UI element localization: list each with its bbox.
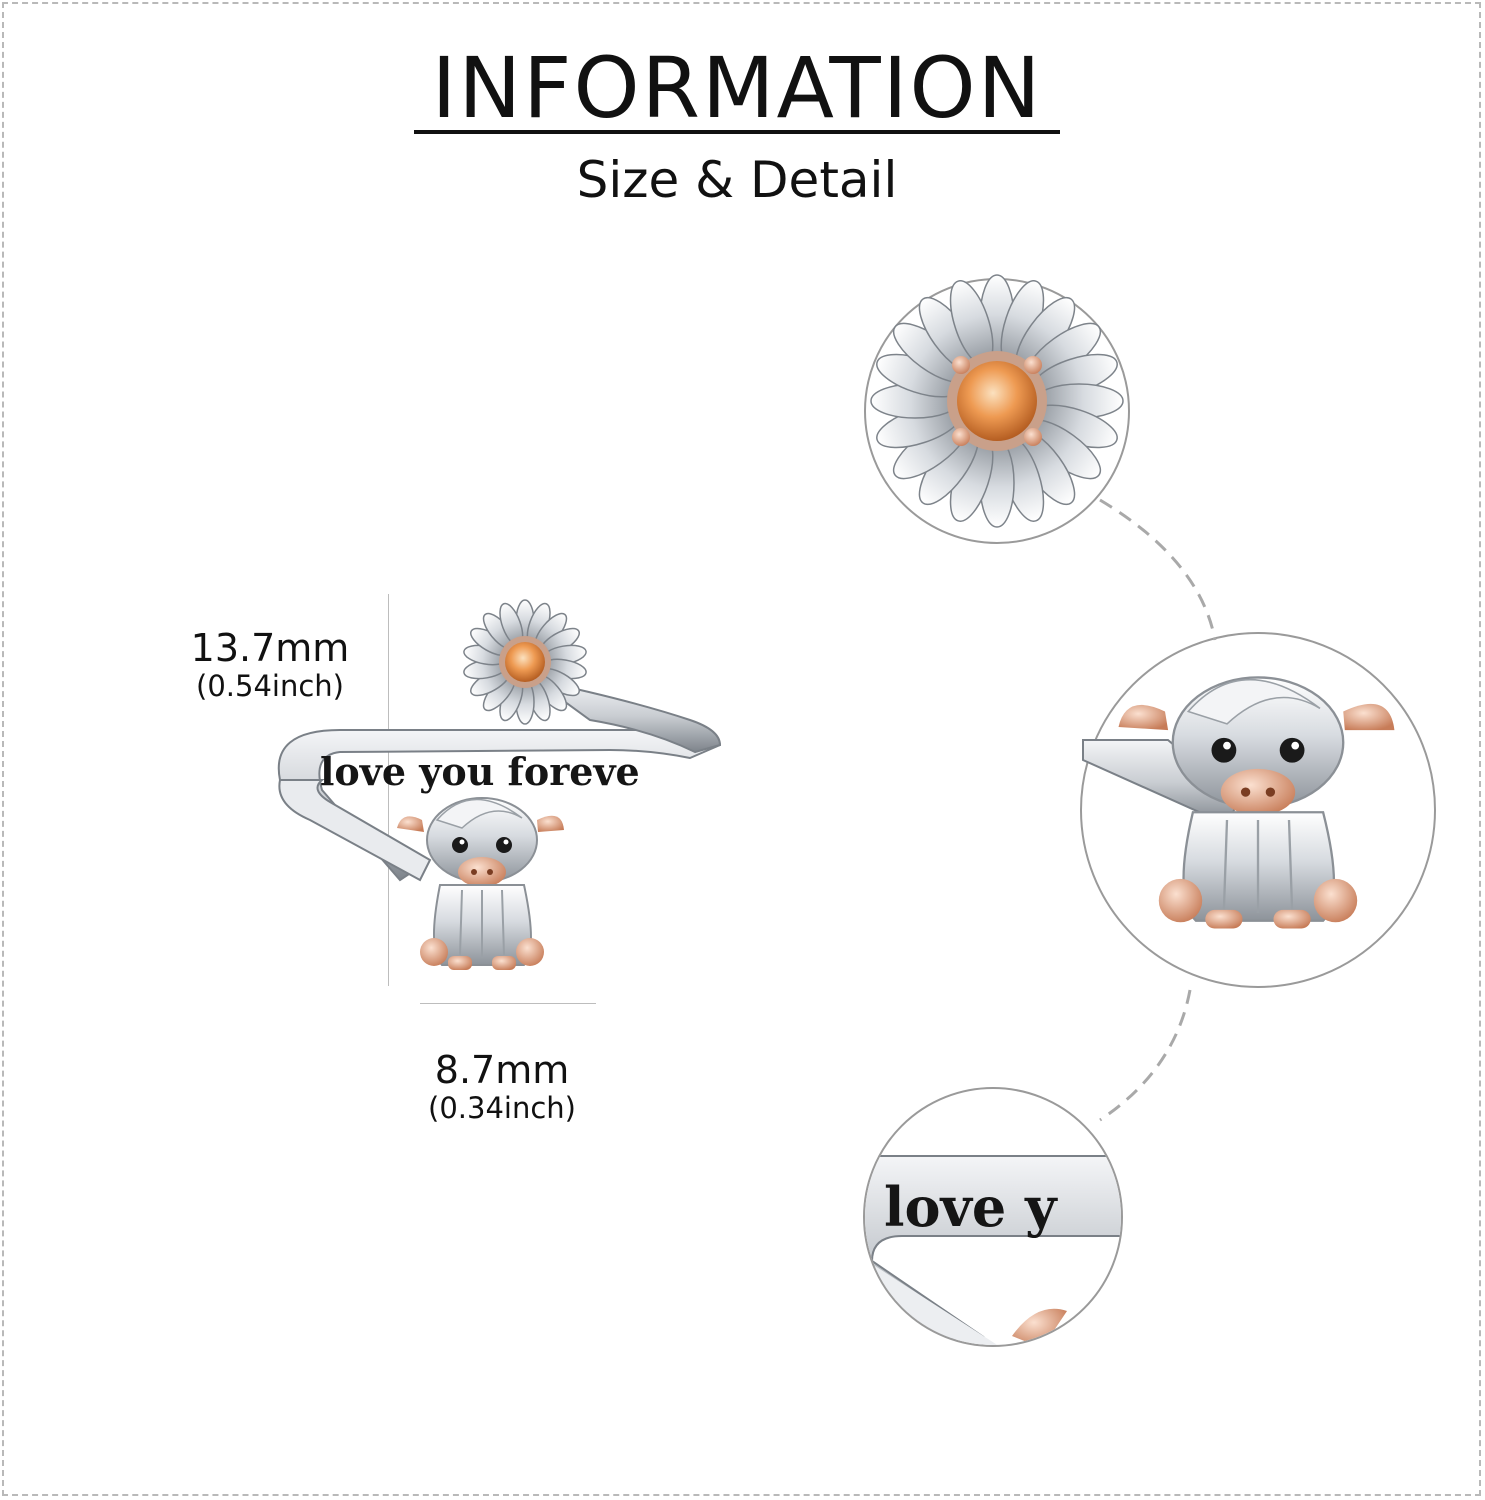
page-title: INFORMATION	[431, 39, 1043, 137]
highland-cow-icon	[397, 797, 564, 970]
height-dimension-line	[388, 594, 389, 986]
engraving-detail: love y	[884, 1175, 1058, 1239]
detail-circle-engraving: love y	[863, 1087, 1123, 1347]
ring-engraving: love you foreve	[320, 749, 640, 794]
width-inch-label: (0.34inch)	[428, 1091, 576, 1125]
detail-circle-cow	[1080, 632, 1436, 988]
daisy-detail-icon	[870, 274, 1124, 528]
ring-illustration: love you foreve	[277, 599, 722, 970]
detail-circle-flower	[864, 274, 1130, 544]
daisy-flower-icon	[463, 599, 587, 725]
width-mm-label: 8.7mm	[434, 1048, 570, 1092]
page-subtitle: Size & Detail	[576, 151, 898, 209]
title-underline	[414, 130, 1060, 134]
height-mm-label: 13.7mm	[190, 626, 350, 670]
connector-lines	[1099, 498, 1217, 1122]
highland-cow-detail-icon	[1118, 676, 1395, 929]
height-inch-label: (0.54inch)	[196, 669, 344, 703]
width-dimension-line	[420, 1003, 596, 1004]
